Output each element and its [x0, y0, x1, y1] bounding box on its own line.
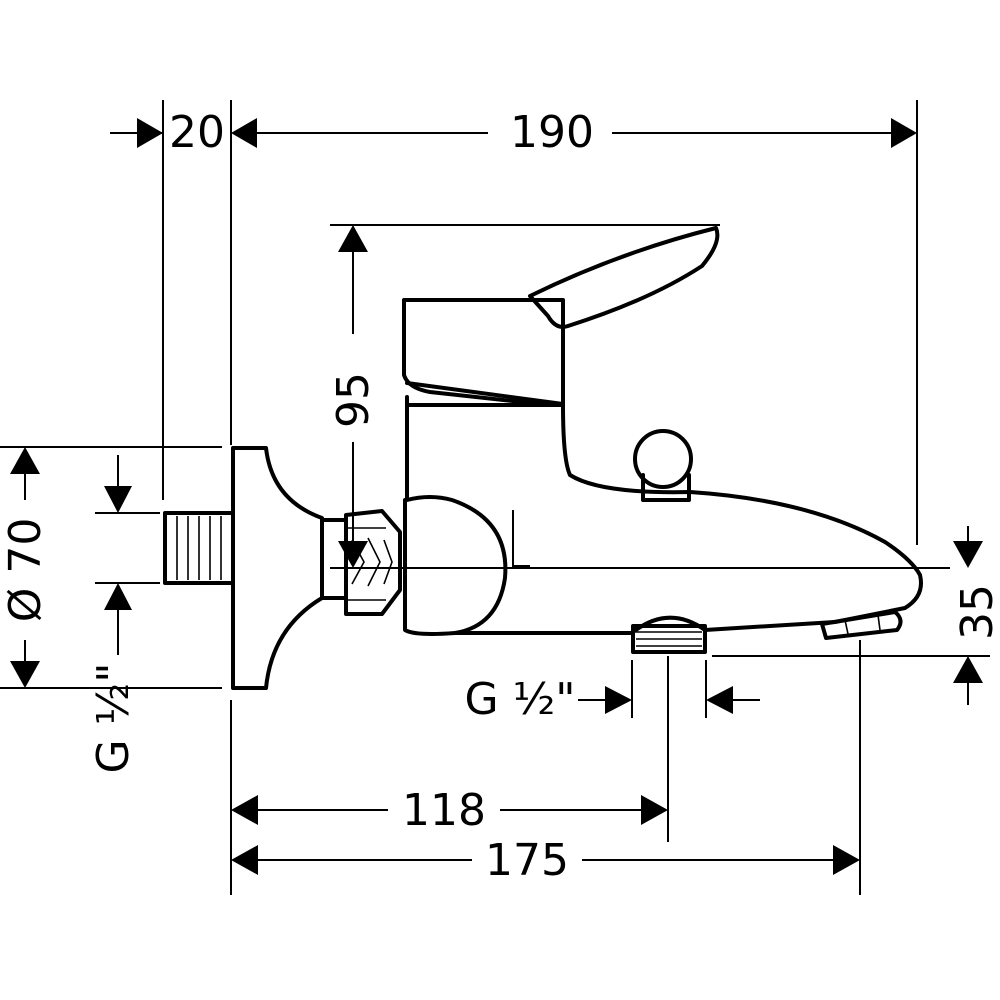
dimension-diameter-70: Ø 70	[0, 447, 51, 688]
extension-lines	[0, 100, 990, 895]
dim-label-20: 20	[169, 107, 225, 158]
inlet-thread-lines	[176, 516, 222, 580]
connector-neck	[320, 518, 348, 600]
mixer-body	[405, 395, 923, 635]
faucet-outline	[163, 226, 923, 690]
dim-label-diameter-70: Ø 70	[0, 518, 51, 623]
wall-rosette	[231, 446, 324, 690]
diverter-knob	[633, 429, 693, 489]
dim-label-190: 190	[510, 107, 594, 158]
dimension-inlet-thread: G ½"	[88, 455, 139, 773]
dimension-175: 175	[231, 835, 860, 886]
outlet-thread-label: G ½"	[465, 674, 576, 725]
dim-label-175: 175	[485, 835, 569, 886]
dimension-118: 118	[231, 785, 668, 836]
dimension-outlet-thread: G ½"	[465, 674, 760, 725]
inlet-connector	[163, 511, 235, 585]
hex-nut	[344, 509, 402, 616]
dimension-95: 95	[328, 225, 379, 568]
dim-label-118: 118	[402, 785, 486, 836]
spout-aerator	[820, 610, 903, 640]
dim-label-35: 35	[952, 584, 1000, 640]
inlet-thread-label: G ½"	[88, 663, 139, 774]
handle-base	[402, 298, 565, 406]
lever-handle	[528, 226, 720, 329]
dim-label-95: 95	[328, 372, 379, 428]
dimension-190: 190	[257, 107, 917, 158]
outlet-connector	[631, 624, 707, 654]
dimension-20: 20	[110, 107, 257, 158]
dimension-35: 35	[952, 526, 1000, 705]
